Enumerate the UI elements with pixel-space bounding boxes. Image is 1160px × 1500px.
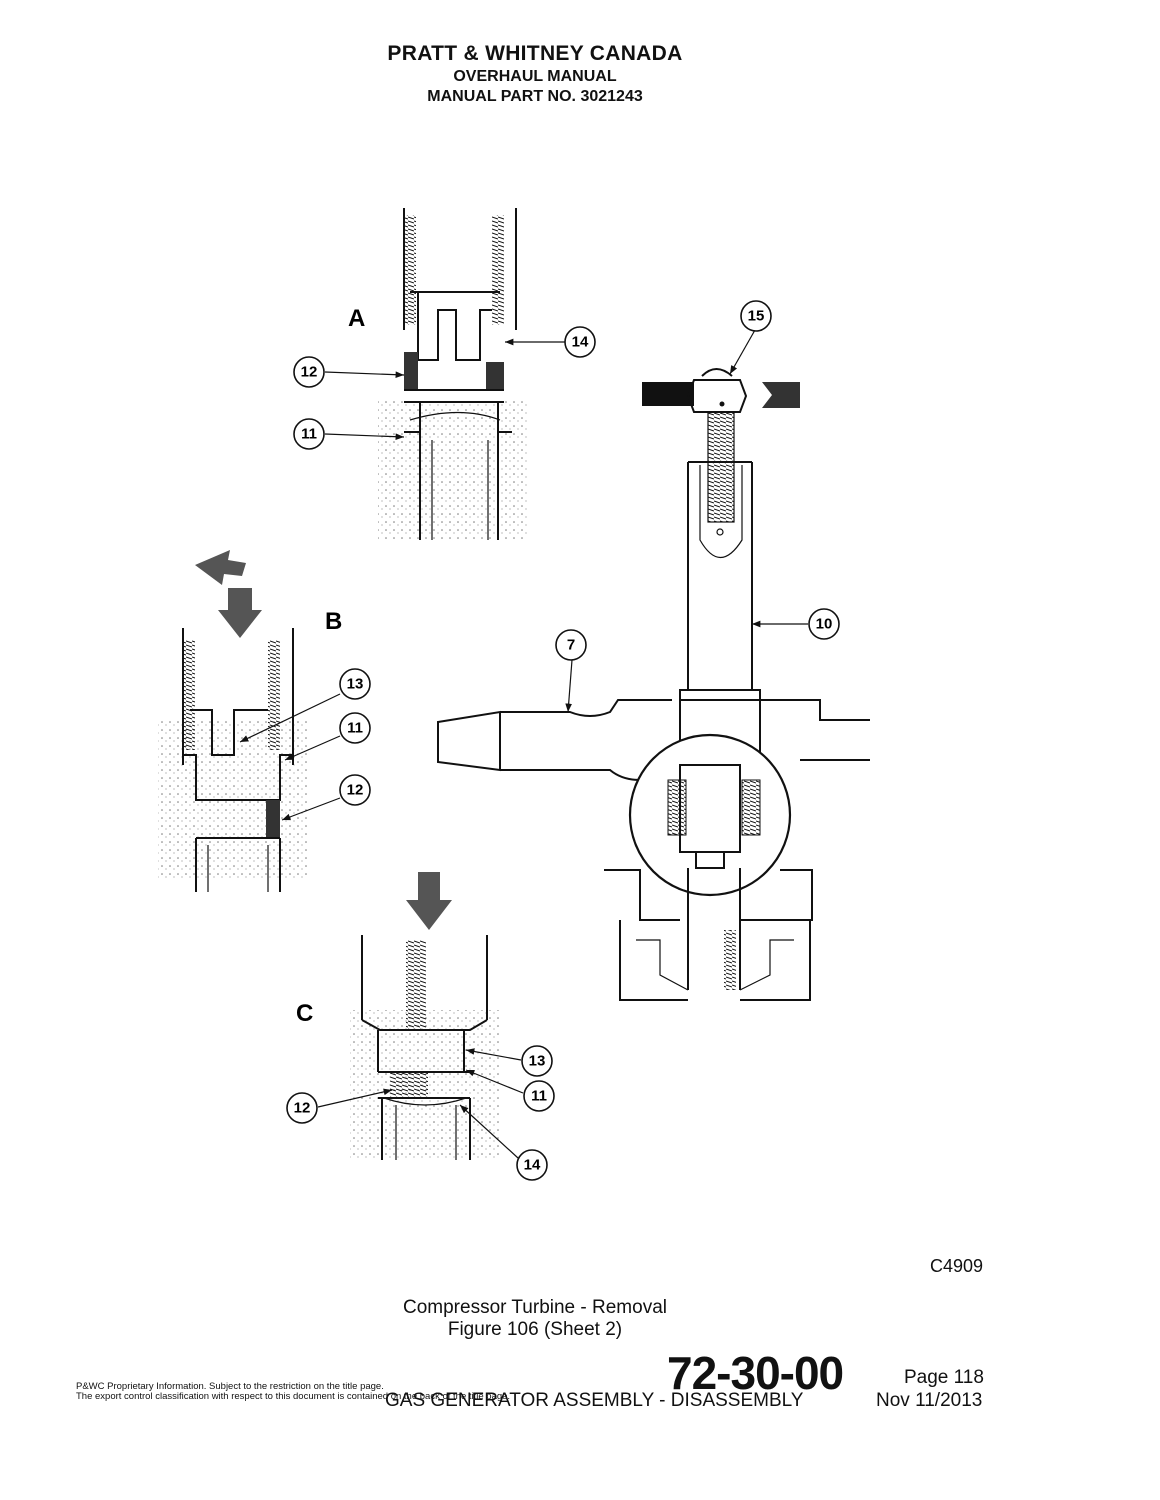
manual-type: OVERHAUL MANUAL <box>453 68 617 85</box>
page-number: Page 118 <box>904 1367 984 1388</box>
view-b-label: B <box>325 608 342 635</box>
view-b: B <box>158 550 342 892</box>
svg-text:11: 11 <box>531 1088 547 1105</box>
callout-15: 15 <box>740 300 772 332</box>
callout-b-13: 13 <box>339 668 371 700</box>
callout-leaders <box>239 329 808 1159</box>
callout-a-12: 12 <box>293 356 325 388</box>
view-c-label: C <box>296 1000 313 1027</box>
manual-part-number: MANUAL PART NO. 3021243 <box>427 88 643 105</box>
svg-text:7: 7 <box>567 637 575 654</box>
svg-text:12: 12 <box>347 782 364 799</box>
figure-caption-title: Compressor Turbine - Removal <box>403 1297 667 1318</box>
section-title: GAS GENERATOR ASSEMBLY - DISASSEMBLY <box>385 1390 804 1411</box>
svg-text:14: 14 <box>524 1157 541 1174</box>
view-c: C <box>296 872 500 1160</box>
figure-caption: Compressor Turbine - Removal Figure 106 … <box>0 1297 1070 1341</box>
callout-c-14: 14 <box>516 1149 548 1181</box>
proprietary-line-1: P&WC Proprietary Information. Subject to… <box>76 1381 384 1392</box>
figure-code: C4909 <box>930 1256 984 1276</box>
callout-7: 7 <box>555 629 587 661</box>
callout-b-12: 12 <box>339 774 371 806</box>
callout-c-12: 12 <box>286 1092 318 1124</box>
svg-text:13: 13 <box>347 676 364 693</box>
svg-text:11: 11 <box>347 720 363 737</box>
svg-text:12: 12 <box>301 364 318 381</box>
proprietary-notice: P&WC Proprietary Information. Subject to… <box>76 1382 510 1402</box>
company-name: PRATT & WHITNEY CANADA <box>387 42 683 65</box>
revision-date: Nov 11/2013 <box>876 1390 983 1411</box>
callout-b-11: 11 <box>339 712 371 744</box>
figure-caption-sheet: Figure 106 (Sheet 2) <box>447 1319 623 1340</box>
view-a-label: A <box>348 305 365 332</box>
callout-c-11: 11 <box>523 1080 555 1112</box>
compressor-turbine-removal-illustration: A B C <box>158 208 870 1181</box>
svg-text:15: 15 <box>748 308 765 325</box>
callout-c-13: 13 <box>521 1045 553 1077</box>
svg-text:10: 10 <box>816 616 833 633</box>
callout-a-14: 14 <box>564 326 596 358</box>
callout-10: 10 <box>808 608 840 640</box>
view-a: A <box>348 208 528 540</box>
document-number: 72-30-00 <box>667 1347 844 1399</box>
callout-a-11: 11 <box>293 418 325 450</box>
page-header: PRATT & WHITNEY CANADA OVERHAUL MANUAL M… <box>0 42 1070 106</box>
svg-text:11: 11 <box>301 426 317 443</box>
svg-text:14: 14 <box>572 334 589 351</box>
svg-text:13: 13 <box>529 1053 546 1070</box>
tool-assembly <box>437 368 870 1001</box>
proprietary-line-2: The export control classification with r… <box>76 1391 511 1402</box>
svg-text:12: 12 <box>294 1100 311 1117</box>
